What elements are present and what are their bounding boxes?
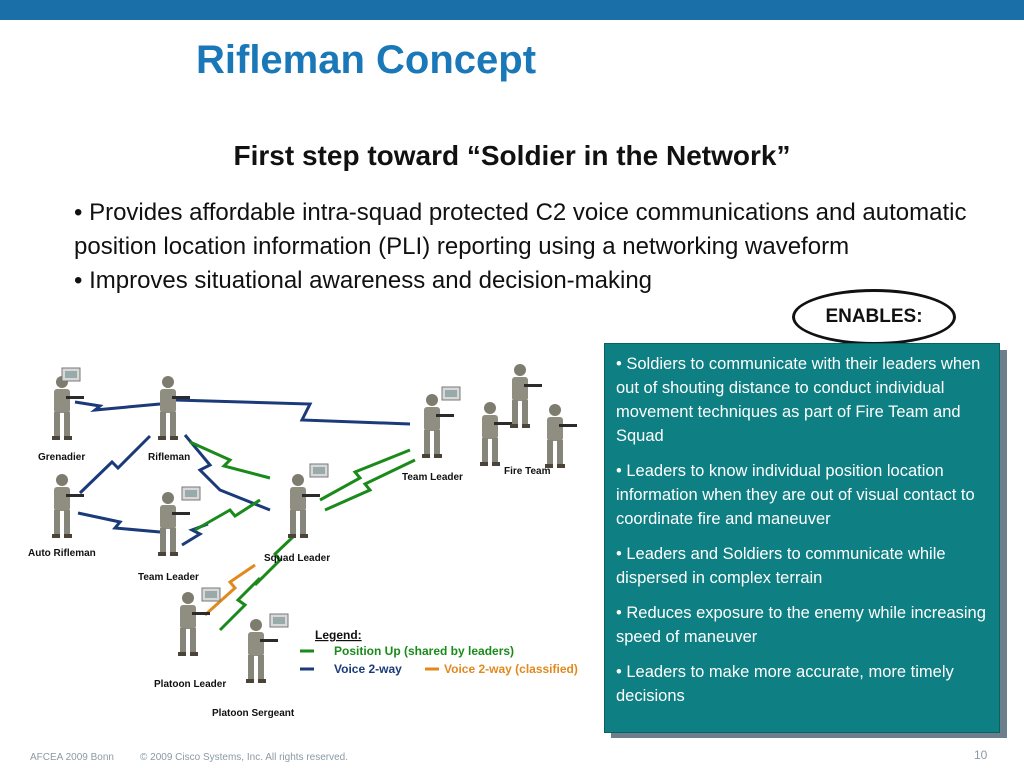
label-platoon-sergeant: Platoon Sergeant: [212, 708, 295, 719]
enables-item: • Soldiers to communicate with their lea…: [616, 355, 981, 445]
label-team-leader: Team Leader: [402, 472, 463, 483]
radio-device-icon: [201, 587, 221, 602]
label-team-leader: Team Leader: [138, 572, 199, 583]
soldier-fire-team-icon: [480, 402, 512, 466]
soldier-platoon-leader-icon: [178, 592, 210, 656]
soldier-fire-team-icon: [545, 404, 577, 468]
soldier-team-leader-icon: [158, 492, 190, 556]
voice-links: [74, 398, 411, 547]
enables-item: • Leaders to make more accurate, more ti…: [616, 663, 954, 705]
classified-link: [203, 563, 256, 617]
soldier-team-leader-icon: [422, 394, 454, 458]
label-fire-team: Fire Team: [504, 466, 551, 477]
bullet-item: • Provides affordable intra-squad protec…: [74, 199, 967, 260]
enables-item: • Leaders to know individual position lo…: [616, 462, 975, 528]
page-number: 10: [974, 748, 988, 762]
enables-panel: • Soldiers to communicate with their lea…: [604, 343, 1000, 733]
bullet-list: • Provides affordable intra-squad protec…: [74, 196, 974, 298]
legend-position-up: Position Up (shared by leaders): [334, 644, 514, 658]
soldier-grenadier-icon: [52, 376, 84, 440]
label-squad-leader: Squad Leader: [264, 553, 330, 564]
radio-device-icon: [309, 463, 329, 478]
radio-device-icon: [181, 486, 201, 501]
label-rifleman: Rifleman: [148, 452, 190, 463]
soldier-fire-team-icon: [510, 364, 542, 428]
radio-device-icon: [441, 386, 461, 401]
top-bar: [0, 0, 1024, 20]
legend-voice-2way: Voice 2-way: [334, 662, 402, 676]
enables-oval: ENABLES:: [792, 289, 956, 345]
legend: Legend: Position Up (shared by leaders) …: [300, 628, 578, 676]
position-links: [189, 440, 416, 632]
legend-voice-classified: Voice 2-way (classified): [444, 662, 578, 676]
bullet-item: • Improves situational awareness and dec…: [74, 267, 653, 294]
enables-item: • Reduces exposure to the enemy while in…: [616, 604, 986, 646]
footer-event: AFCEA 2009 Bonn: [30, 752, 114, 763]
label-auto-rifleman: Auto Rifleman: [28, 548, 96, 559]
soldier-auto-rifleman-icon: [52, 474, 84, 538]
legend-title: Legend:: [315, 628, 362, 642]
enables-item: • Leaders and Soldiers to communicate wh…: [616, 545, 946, 587]
soldier-platoon-sergeant-icon: [246, 619, 278, 683]
soldier-squad-leader-icon: [288, 474, 320, 538]
radio-device-icon: [269, 613, 289, 628]
label-platoon-leader: Platoon Leader: [154, 679, 226, 690]
label-grenadier: Grenadier: [38, 452, 85, 463]
slide-title: Rifleman Concept: [196, 38, 537, 82]
soldier-rifleman-icon: [158, 376, 190, 440]
footer-copyright: © 2009 Cisco Systems, Inc. All rights re…: [140, 752, 349, 763]
slide-subtitle: First step toward “Soldier in the Networ…: [233, 140, 791, 171]
network-diagram: Grenadier Rifleman Auto Rifleman Team Le…: [28, 364, 578, 719]
radio-device-icon: [61, 367, 81, 382]
